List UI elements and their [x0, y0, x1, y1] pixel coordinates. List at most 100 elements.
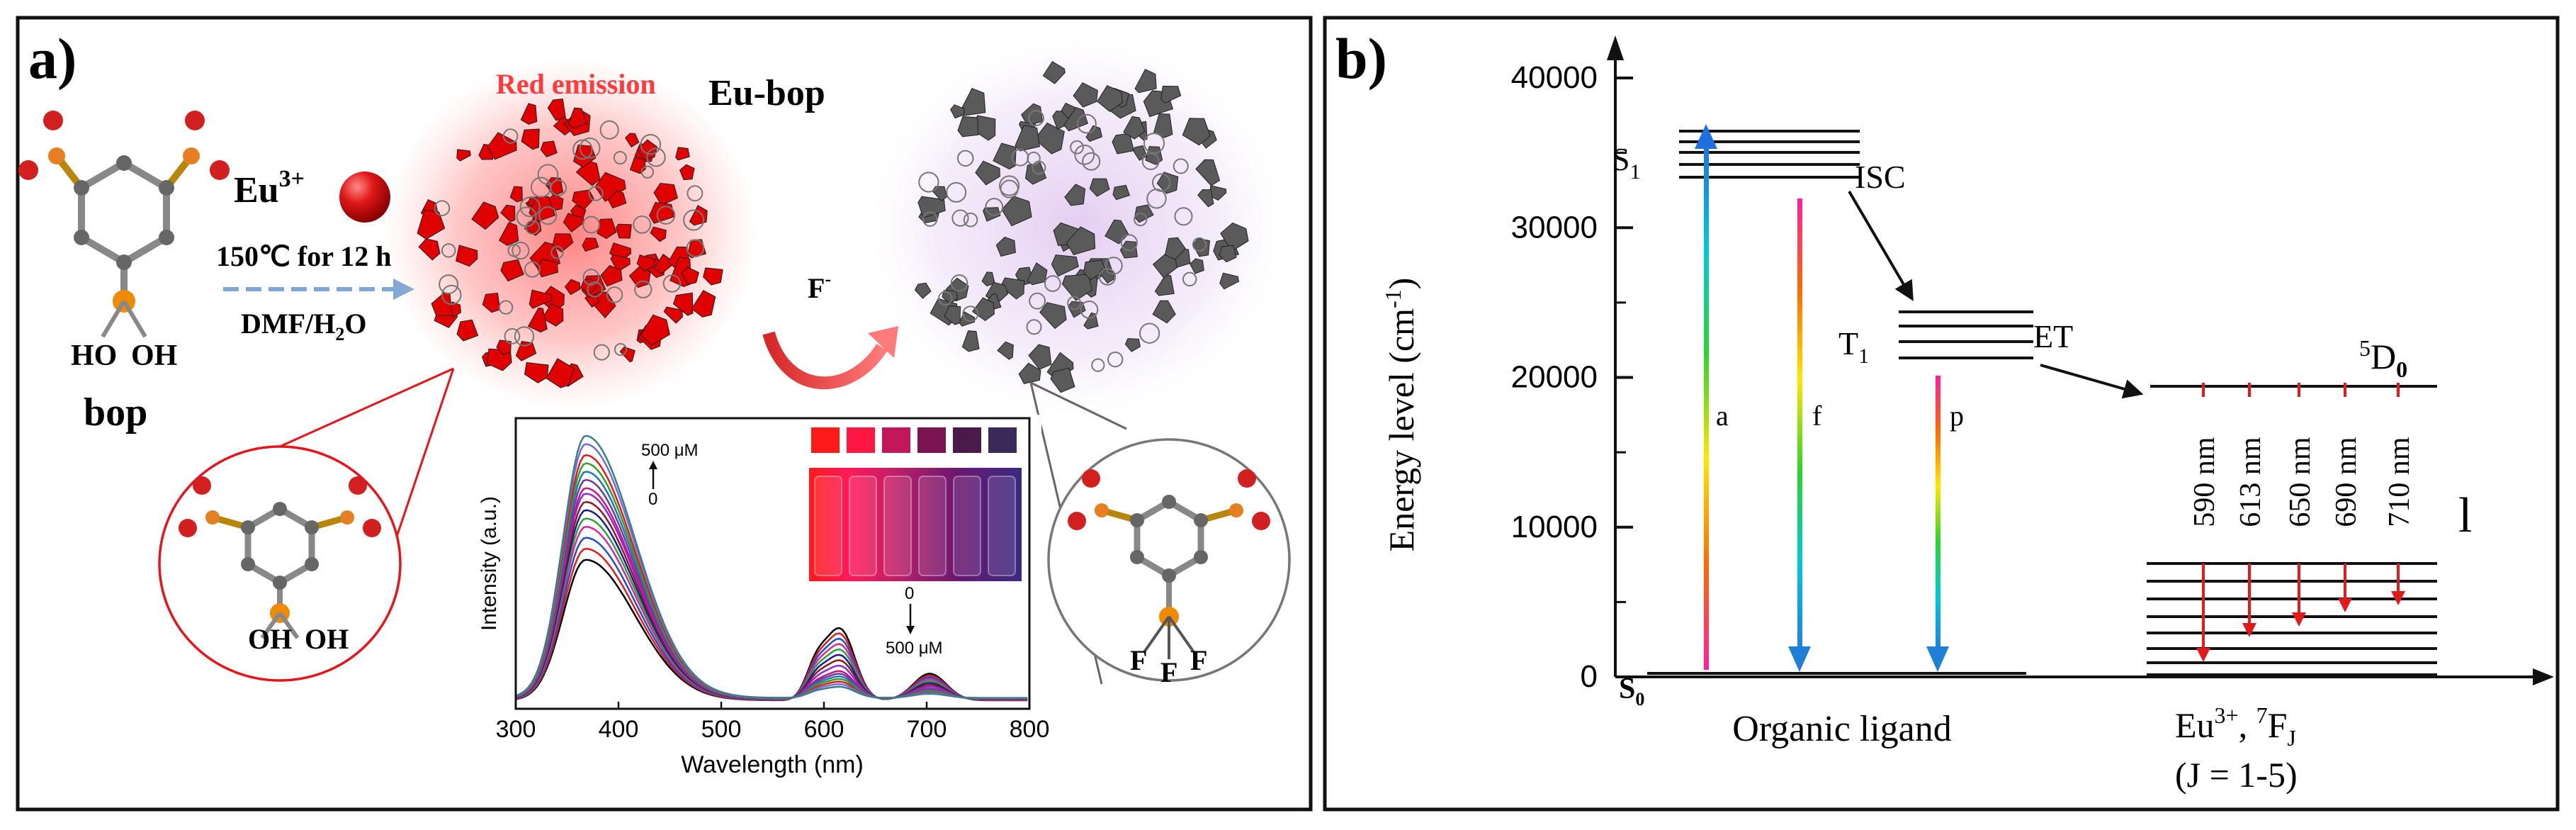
energy-tick-label: 0: [1581, 659, 1598, 694]
vial: [883, 476, 912, 576]
mof-linker-ring: [956, 150, 974, 167]
mof-node: [944, 305, 961, 325]
mof-linker-ring: [951, 209, 969, 227]
red-mof-structure: [417, 99, 723, 388]
mof-node: [547, 99, 567, 121]
mof-linker-ring: [1105, 257, 1123, 275]
vials-photo: [809, 468, 1022, 581]
mof-node: [1051, 254, 1079, 277]
annotation-bottom-500: 500 μM: [886, 639, 943, 658]
mof-node: [1182, 118, 1211, 146]
mof-node: [607, 190, 627, 209]
reagent-eu: Eu3+: [234, 166, 305, 211]
mof-node: [691, 289, 716, 318]
mof-node: [520, 103, 538, 125]
mof-linker-ring: [686, 239, 705, 257]
mof-linker-ring: [599, 120, 619, 140]
energy-tick-label: 30000: [1511, 210, 1598, 245]
mof-node: [515, 340, 537, 361]
mof-linker-ring: [524, 261, 541, 278]
bound-ligand-left: [179, 476, 381, 639]
mof-node: [471, 201, 499, 230]
mof-node: [975, 160, 1000, 186]
mof-node: [541, 303, 564, 327]
isc-label: ISC: [1855, 159, 1906, 195]
absorption-arrow-a: [1695, 124, 1717, 670]
mof-linker-ring: [1027, 151, 1041, 166]
mof-node: [418, 238, 441, 261]
ligand-name: bop: [84, 391, 147, 434]
mof-node: [509, 186, 523, 203]
panel-b-label: b): [1335, 26, 1387, 91]
energy-axis-label: Energy level (cm-1): [1380, 278, 1421, 552]
color-swatch: [988, 427, 1017, 453]
mof-name: Eu-bop: [708, 73, 825, 113]
mof-linker-ring: [1134, 212, 1148, 227]
mof-linker-ring: [1174, 207, 1193, 226]
transition-wavelength-label: 650 nm: [2284, 437, 2317, 527]
mof-linker-ring: [950, 274, 968, 292]
mof-linker-ring: [614, 342, 628, 357]
energy-tick-label: 10000: [1511, 510, 1598, 544]
panel-a: a) HO OH bop Eu3+ 15: [16, 16, 1313, 812]
mof-linker-ring: [683, 209, 705, 231]
mof-node: [672, 292, 694, 316]
mof-node: [1189, 258, 1204, 274]
mof-node: [703, 267, 723, 286]
mof-linker-ring: [1141, 152, 1160, 171]
mof-linker-ring: [550, 245, 564, 259]
energy-tick-label: 20000: [1511, 360, 1598, 395]
f7j-levels: [2147, 562, 2437, 676]
s1-label: S1: [1612, 141, 1641, 184]
ligand-oh-label: OH: [131, 340, 177, 372]
annotation-bottom-arrow-head: [906, 626, 915, 634]
vial: [918, 476, 947, 576]
mof-linker-ring: [1067, 296, 1082, 310]
mof-linker-ring: [579, 138, 601, 159]
mof-node: [431, 292, 453, 317]
mof-node: [1219, 272, 1240, 290]
mof-linker-ring: [538, 206, 558, 225]
condition-solvent: DMF/H2O: [241, 308, 366, 344]
mof-linker-ring: [999, 175, 1020, 196]
mof-linker-ring: [1026, 319, 1042, 335]
mof-node: [524, 361, 549, 383]
mof-node: [1066, 226, 1096, 255]
t1-label: T1: [1838, 325, 1869, 368]
fluoride-curved-arrow-head: [868, 326, 898, 358]
mof-node: [1000, 277, 1025, 300]
circle-right-f-2: F: [1160, 656, 1177, 688]
panel-a-frame: [16, 16, 1313, 812]
mof-node: [1097, 85, 1123, 113]
mof-node: [540, 140, 558, 157]
fluoride-curved-arrow: [762, 331, 888, 390]
mof-linker-ring: [588, 186, 604, 201]
mof-linker-ring: [514, 326, 535, 347]
mof-linker-ring: [985, 198, 1004, 216]
d0-label: 5D0: [2359, 335, 2407, 382]
mof-linker-ring: [938, 291, 953, 306]
mof-node: [482, 292, 501, 313]
mof-linker-ring: [634, 280, 653, 299]
spectrum-curves: [515, 434, 1028, 702]
spectrum-tick-label: 500: [701, 716, 742, 743]
mof-node: [1134, 69, 1157, 94]
mof-node: [1083, 259, 1107, 281]
mof-node: [564, 279, 581, 296]
mof-node: [689, 205, 708, 226]
mof-node: [1063, 107, 1089, 132]
mof-node: [1160, 85, 1182, 103]
zoom-circle-left: [158, 445, 402, 682]
bound-ligand-right: [1068, 469, 1270, 659]
color-swatch: [882, 427, 910, 453]
mof-linker-ring: [537, 164, 559, 186]
mof-node: [600, 264, 623, 287]
spectrum-tick-label: 300: [496, 716, 536, 743]
ligand-ho-label: HO: [71, 340, 117, 372]
mof-node: [625, 133, 640, 148]
mof-linker-ring: [1029, 292, 1046, 310]
mof-node: [500, 259, 524, 282]
inset-plot-frame: [514, 417, 1031, 710]
